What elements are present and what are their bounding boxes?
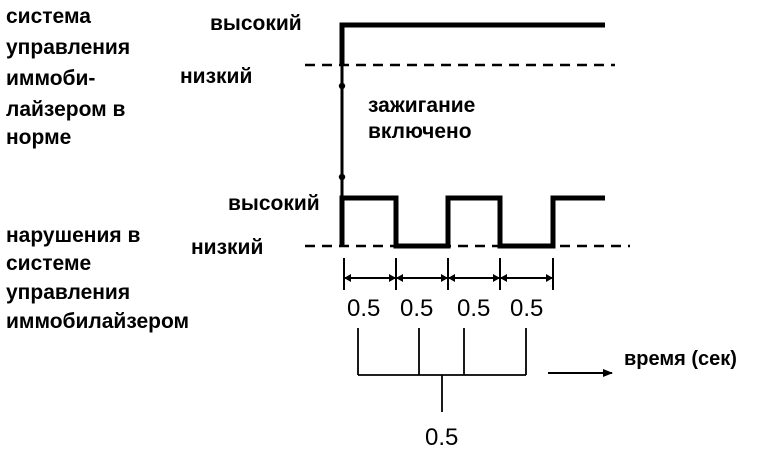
ignition-on-label-line: зажигание xyxy=(368,94,476,117)
ignition-on-label-line: включено xyxy=(368,120,472,143)
normal-state-caption-line: управления xyxy=(6,36,131,59)
interval-bracket xyxy=(357,328,527,412)
fault-low-label: низкий xyxy=(191,236,264,259)
normal-high-label: высокий xyxy=(210,12,302,35)
bracket-value-label: 0.5 xyxy=(425,424,459,451)
interval-arrowhead xyxy=(344,274,351,282)
time-axis-label: время (сек) xyxy=(624,348,737,370)
fault-state-caption-line: нарушения в xyxy=(6,224,141,247)
normal-state-caption-line: иммоби- xyxy=(6,67,96,90)
normal-signal-trace xyxy=(339,22,605,65)
interval-value-label: 0.5 xyxy=(510,295,544,322)
fault-state-caption-line: иммобилайзером xyxy=(6,310,190,333)
interval-arrowhead xyxy=(441,274,448,282)
normal-state-caption-line: норме xyxy=(6,126,72,149)
interval-arrowhead xyxy=(396,274,403,282)
interval-dimension-markers xyxy=(343,258,554,290)
normal-low-label: низкий xyxy=(180,65,253,88)
fault-state-caption-line: системе xyxy=(6,252,92,275)
interval-arrowhead xyxy=(500,274,507,282)
fault-state-caption-line: управления xyxy=(6,281,131,304)
interval-arrowhead xyxy=(546,274,553,282)
ignition-marker-dot xyxy=(338,82,346,90)
interval-value-label: 0.5 xyxy=(347,295,381,322)
normal-state-caption-line: лайзером в xyxy=(6,98,126,121)
interval-arrowhead xyxy=(448,274,455,282)
interval-arrowhead xyxy=(493,274,500,282)
interval-arrowhead xyxy=(389,274,396,282)
interval-value-label: 0.5 xyxy=(400,295,434,322)
normal-state-caption-line: система xyxy=(6,5,91,28)
ignition-marker-dot xyxy=(338,173,346,181)
interval-value-label: 0.5 xyxy=(457,295,491,322)
fault-high-label: высокий xyxy=(228,192,320,215)
fault-signal-trace xyxy=(339,195,605,249)
